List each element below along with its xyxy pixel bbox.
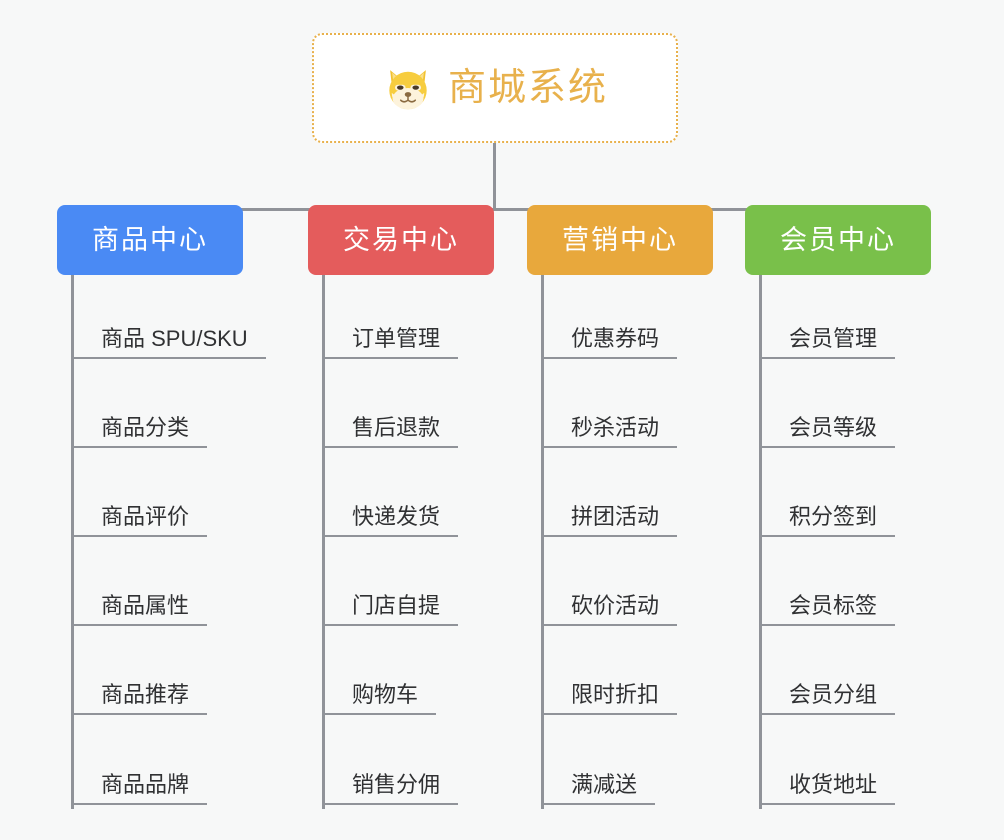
root-title: 商城系统 [447, 67, 608, 109]
leaf-item[interactable]: 会员分组 [759, 667, 896, 715]
leaf-item[interactable]: 会员管理 [759, 311, 896, 359]
category-header-label: 商品中心 [92, 224, 208, 255]
leaf-item[interactable]: 会员等级 [759, 400, 896, 448]
leaf-label: 商品评价 [101, 503, 190, 529]
leaf-item[interactable]: 限时折扣 [541, 667, 678, 715]
leaf-label: 商品推荐 [101, 681, 190, 707]
leaf-label: 快递发货 [352, 503, 441, 529]
leaf-label: 满减送 [571, 771, 638, 797]
leaf-label: 拼团活动 [571, 503, 660, 529]
category-header-marketing-center[interactable]: 营销中心 [527, 205, 713, 275]
root-node[interactable]: 商城系统 [312, 33, 678, 143]
leaf-label: 订单管理 [352, 325, 441, 351]
leaf-label: 商品属性 [101, 592, 190, 618]
leaf-item[interactable]: 优惠券码 [541, 311, 678, 359]
leaf-item[interactable]: 商品评价 [71, 489, 208, 537]
leaf-item[interactable]: 订单管理 [322, 311, 459, 359]
leaf-item[interactable]: 商品品牌 [71, 757, 208, 805]
bus-bar [149, 208, 841, 211]
leaf-label: 会员等级 [789, 414, 878, 440]
leaf-item[interactable]: 商品推荐 [71, 667, 208, 715]
leaf-label: 砍价活动 [571, 592, 660, 618]
spine-col-0 [71, 275, 74, 809]
leaf-label: 限时折扣 [571, 681, 660, 707]
leaf-label: 会员分组 [789, 681, 878, 707]
leaf-label: 商品 SPU/SKU [101, 325, 248, 351]
leaf-item[interactable]: 拼团活动 [541, 489, 678, 537]
leaf-item[interactable]: 收货地址 [759, 757, 896, 805]
leaf-label: 门店自提 [352, 592, 441, 618]
leaf-item[interactable]: 销售分佣 [322, 757, 459, 805]
leaf-item[interactable]: 会员标签 [759, 578, 896, 626]
category-header-label: 营销中心 [562, 224, 678, 255]
root-drop-line [493, 143, 496, 211]
shiba-dog-icon [389, 70, 427, 110]
leaf-label: 会员标签 [789, 592, 878, 618]
category-header-trade-center[interactable]: 交易中心 [308, 205, 494, 275]
leaf-item[interactable]: 积分签到 [759, 489, 896, 537]
leaf-label: 售后退款 [352, 414, 441, 440]
leaf-label: 购物车 [352, 681, 419, 707]
category-header-label: 交易中心 [343, 224, 459, 255]
category-header-product-center[interactable]: 商品中心 [57, 205, 243, 275]
spine-col-3 [759, 275, 762, 809]
leaf-item[interactable]: 满减送 [541, 757, 656, 805]
leaf-label: 秒杀活动 [571, 414, 660, 440]
leaf-label: 销售分佣 [352, 771, 441, 797]
category-header-label: 会员中心 [780, 224, 896, 255]
leaf-label: 商品品牌 [101, 771, 190, 797]
leaf-item[interactable]: 秒杀活动 [541, 400, 678, 448]
leaf-item[interactable]: 商品 SPU/SKU [71, 311, 266, 359]
leaf-item[interactable]: 门店自提 [322, 578, 459, 626]
leaf-item[interactable]: 商品分类 [71, 400, 208, 448]
leaf-item[interactable]: 售后退款 [322, 400, 459, 448]
category-header-member-center[interactable]: 会员中心 [745, 205, 931, 275]
leaf-label: 积分签到 [789, 503, 878, 529]
leaf-item[interactable]: 砍价活动 [541, 578, 678, 626]
leaf-label: 商品分类 [101, 414, 190, 440]
leaf-item[interactable]: 商品属性 [71, 578, 208, 626]
spine-col-1 [322, 275, 325, 809]
leaf-label: 收货地址 [789, 771, 878, 797]
leaf-label: 优惠券码 [571, 325, 660, 351]
spine-col-2 [541, 275, 544, 809]
leaf-item[interactable]: 购物车 [322, 667, 437, 715]
leaf-item[interactable]: 快递发货 [322, 489, 459, 537]
leaf-label: 会员管理 [789, 325, 878, 351]
